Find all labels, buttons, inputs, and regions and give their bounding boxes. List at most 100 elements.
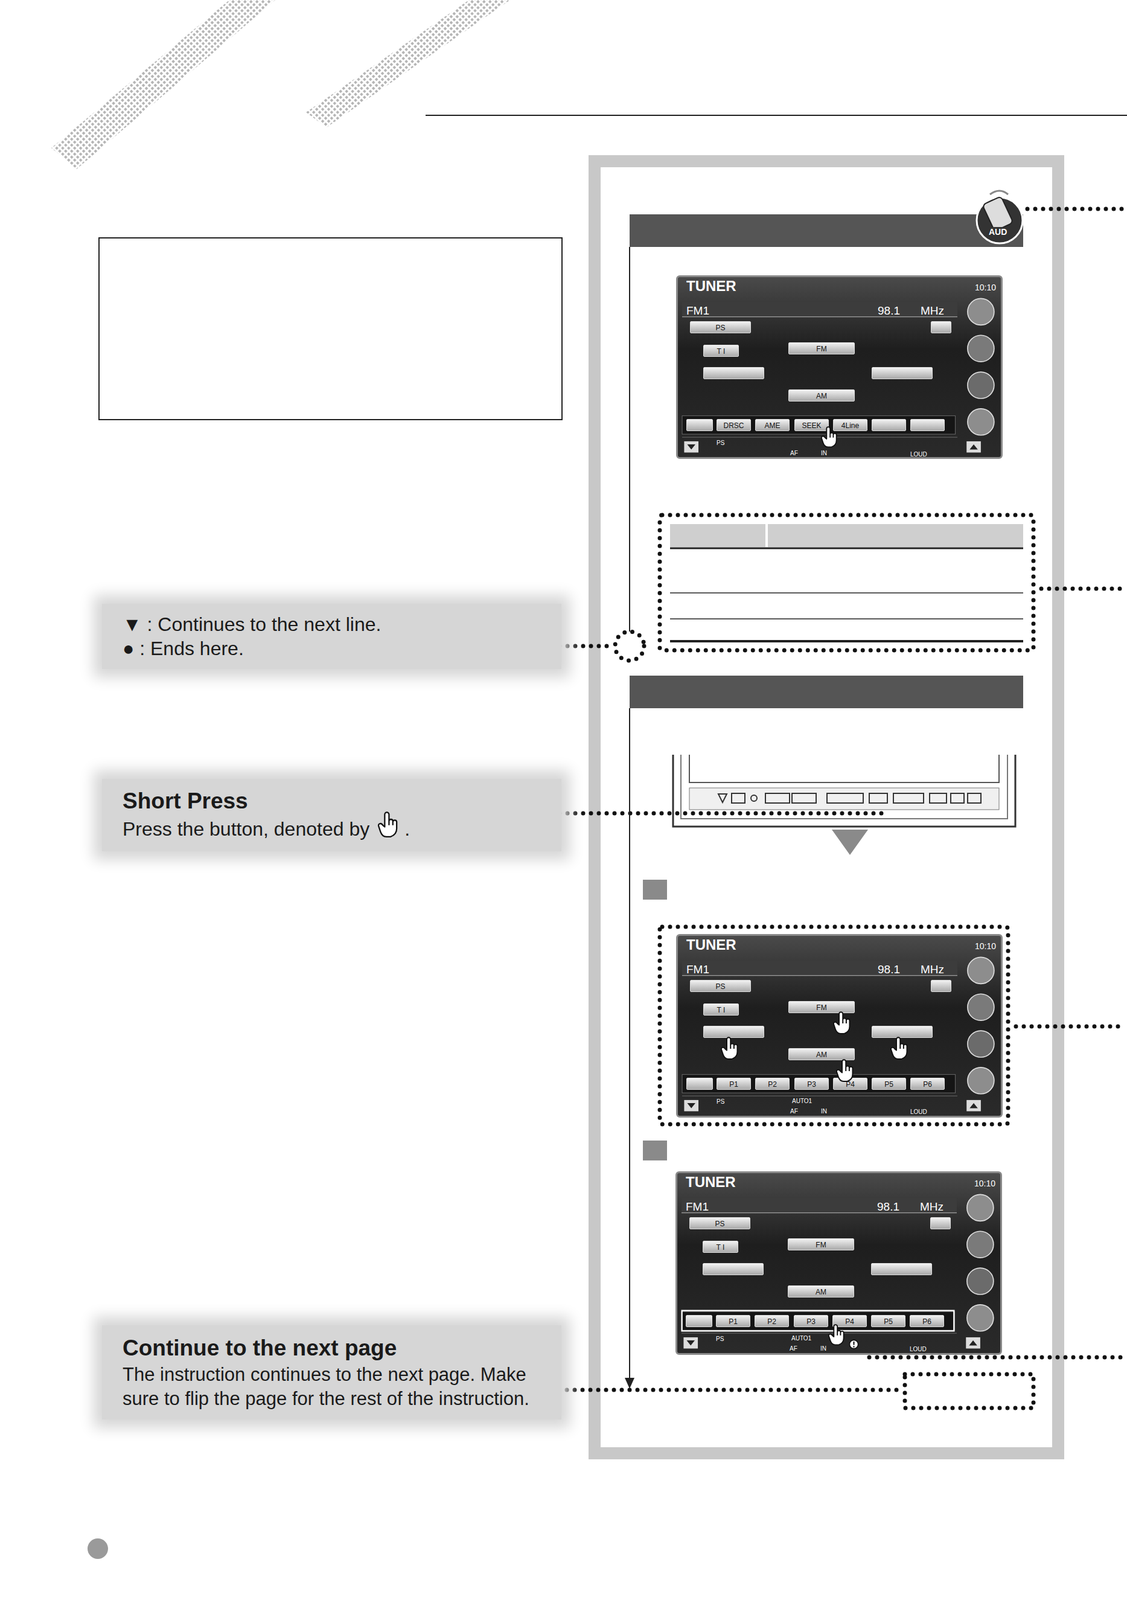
screen-text: MHz bbox=[920, 304, 945, 317]
button-label: SEEK bbox=[801, 421, 821, 430]
button-label: FM bbox=[815, 1240, 826, 1249]
button-label: T I bbox=[716, 1242, 725, 1252]
button-label: P1 bbox=[729, 1079, 739, 1089]
leader-chevrons bbox=[510, 633, 547, 1402]
example-panel bbox=[594, 161, 1059, 1453]
seek-back-button bbox=[702, 1262, 764, 1275]
screen-button: PS bbox=[689, 321, 751, 334]
screen-button: AME bbox=[755, 418, 790, 432]
screen-text: FM1 bbox=[686, 963, 710, 975]
screen-text: 98.1 bbox=[877, 963, 901, 975]
screen-button: T I bbox=[703, 1003, 739, 1016]
section-bar bbox=[629, 214, 1024, 247]
press-hand-icon bbox=[890, 1036, 909, 1060]
screen-button: T I bbox=[702, 1240, 739, 1253]
screen-text: FM1 bbox=[686, 304, 710, 317]
screen-text: 98.1 bbox=[877, 1200, 900, 1213]
button-label: P5 bbox=[884, 1079, 894, 1089]
button-label: PS bbox=[715, 323, 725, 333]
button-label: AM bbox=[816, 391, 827, 401]
press-hand-icon bbox=[828, 1323, 846, 1346]
press-hand-icon bbox=[833, 1011, 852, 1035]
screen-text: AF bbox=[790, 450, 799, 457]
screen-button: P1 bbox=[716, 1077, 751, 1090]
screen-text: IN bbox=[820, 1108, 827, 1115]
callout-body: The instruction continues to the next pa… bbox=[122, 1362, 541, 1411]
screen-button: SEEK bbox=[794, 418, 829, 432]
button-label: AM bbox=[815, 1287, 827, 1297]
screen-button: AM bbox=[787, 1285, 855, 1298]
blank-button bbox=[910, 418, 945, 432]
callout-body: Press the button, denoted by. bbox=[122, 814, 541, 843]
unit-front-panel bbox=[673, 754, 1016, 827]
screen-text: 98.1 bbox=[877, 304, 901, 317]
screen-button: P6 bbox=[909, 1314, 945, 1327]
decor-stripe bbox=[306, 0, 511, 128]
press-hand-icon bbox=[720, 1036, 739, 1060]
screen-button: 4Line bbox=[833, 418, 868, 432]
screen-text: AUTO1 bbox=[791, 1335, 812, 1342]
button-label: FM bbox=[816, 1003, 827, 1012]
dots-button bbox=[930, 979, 952, 992]
screen-text: TUNER bbox=[686, 278, 737, 294]
screen-text: TUNER bbox=[686, 937, 737, 952]
callout-body-text: Press the button, denoted by bbox=[122, 817, 370, 840]
button-label: P4 bbox=[845, 1317, 855, 1326]
tuner-screen: TUNER 10:10FM1 98.1 MHzPS T I FM AM DRSC AME SEEK… bbox=[676, 275, 1003, 459]
button-label: P2 bbox=[767, 1317, 777, 1326]
flow-line bbox=[624, 246, 635, 1389]
screen-button: FM bbox=[788, 1000, 855, 1013]
page-button bbox=[686, 418, 713, 432]
screen-text: 10:10 bbox=[974, 283, 997, 292]
screen-button: P3 bbox=[794, 1077, 829, 1090]
button-label: P3 bbox=[807, 1079, 817, 1089]
blank-button bbox=[871, 418, 907, 432]
callout-body-text: . bbox=[404, 817, 410, 840]
button-label: P5 bbox=[883, 1317, 893, 1326]
button-label: AME bbox=[764, 421, 780, 430]
screen-text: IN bbox=[820, 450, 827, 457]
empty-frame bbox=[98, 237, 562, 420]
screen-text: 10:10 bbox=[974, 941, 997, 951]
legend-line: ● : Ends here. bbox=[122, 636, 541, 661]
icon-label: AUD bbox=[987, 226, 1009, 237]
seek-back-button bbox=[703, 1025, 765, 1038]
screen-button: T I bbox=[703, 344, 739, 357]
button-label: AM bbox=[816, 1050, 827, 1059]
screen-button: PS bbox=[689, 1216, 751, 1230]
step-marker bbox=[642, 1140, 668, 1161]
button-label: P2 bbox=[767, 1079, 777, 1089]
screen-text: 10:10 bbox=[974, 1178, 996, 1188]
screen-button: P5 bbox=[871, 1314, 906, 1327]
press-hand-icon bbox=[377, 811, 399, 838]
screen-text: PS bbox=[716, 1098, 725, 1105]
button-label: P1 bbox=[728, 1317, 738, 1326]
screen-button: P3 bbox=[793, 1314, 829, 1327]
screen-text: PS bbox=[715, 1335, 724, 1342]
page-button bbox=[685, 1314, 713, 1327]
decor-stripe bbox=[51, 0, 276, 170]
seek-fwd-button bbox=[871, 1262, 933, 1275]
page-number-dot bbox=[87, 1538, 109, 1559]
tuner-screen: TUNER10:10FM198.1MHzPST IFMAMP1P2P3P4P5P… bbox=[676, 933, 1003, 1118]
button-label: FM bbox=[816, 344, 827, 354]
screen-text: AUTO1 bbox=[791, 1098, 812, 1105]
hold-mark bbox=[848, 1338, 859, 1350]
dots-button bbox=[930, 321, 952, 334]
page-button bbox=[686, 1077, 713, 1090]
tuner-screen: TUNER10:10FM198.1MHzPST IFMAMP1P2P3P4P5P… bbox=[675, 1171, 1003, 1355]
header-rule bbox=[425, 114, 1127, 116]
button-label: T I bbox=[717, 347, 726, 356]
screen-text: LOUD bbox=[910, 1108, 928, 1115]
seek-fwd-button bbox=[871, 1025, 933, 1038]
screen-button: P5 bbox=[871, 1077, 907, 1090]
screen-text: AF bbox=[789, 1345, 798, 1352]
button-label: T I bbox=[717, 1005, 726, 1015]
screen-button: AM bbox=[788, 389, 855, 402]
button-label: P6 bbox=[922, 1317, 932, 1326]
step-marker bbox=[642, 879, 668, 900]
screen-button: DRSC bbox=[716, 418, 751, 432]
button-label: P6 bbox=[922, 1079, 933, 1089]
screen-text: LOUD bbox=[909, 1346, 927, 1353]
screen-button: P1 bbox=[715, 1314, 751, 1327]
